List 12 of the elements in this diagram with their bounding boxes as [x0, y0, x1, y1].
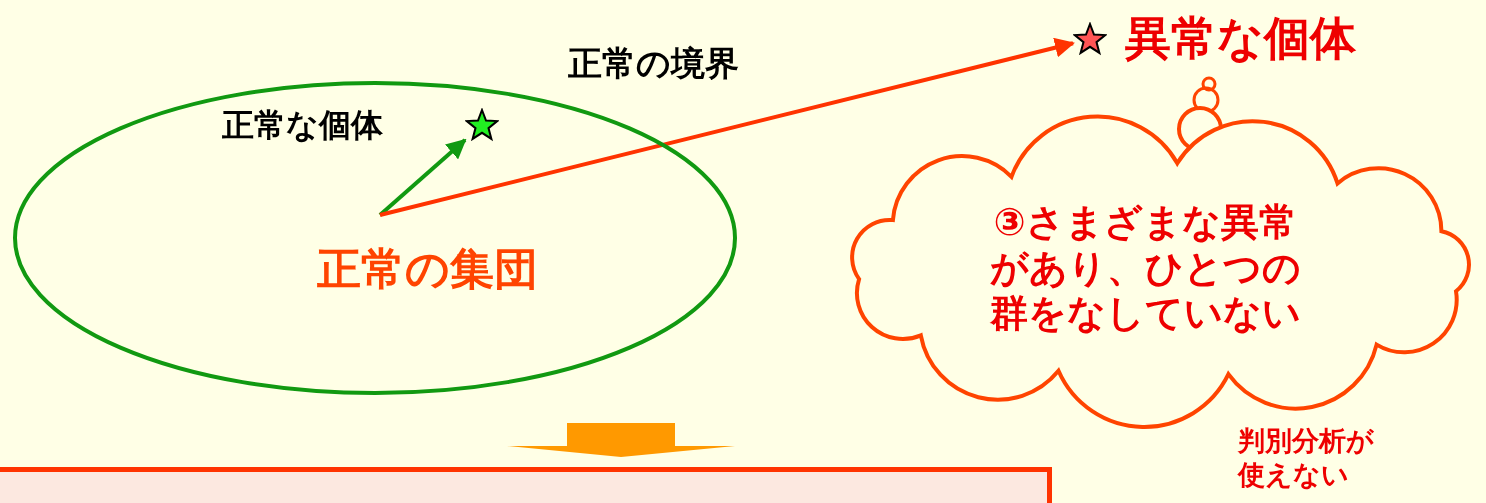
boundary-label: 正常の境界 — [568, 45, 739, 83]
note-text: 判別分析が使えない — [1238, 424, 1375, 492]
boundary-ellipse — [15, 83, 735, 393]
star-label: 異常な個体 — [1125, 13, 1356, 64]
arrow — [378, 138, 467, 217]
cloud-text: ③さまざまな異常があり、ひとつの群をなしていない — [988, 200, 1302, 337]
star-icon — [1073, 22, 1107, 56]
group-label: 正常の集団 — [295, 243, 560, 296]
star-label: 正常な個体 — [222, 108, 383, 144]
arrow — [379, 37, 1075, 217]
star-icon — [465, 108, 499, 142]
thought-cloud — [850, 76, 1471, 429]
